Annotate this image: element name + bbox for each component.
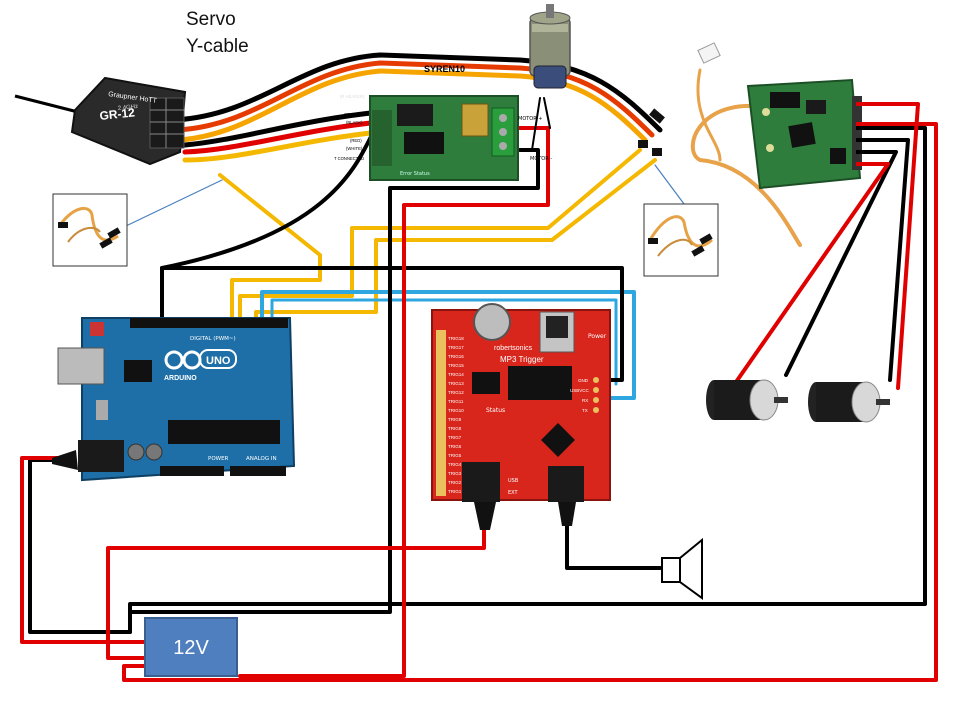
syren-motor-plus: MOTOR + xyxy=(518,116,543,122)
syren-footer: Error Status xyxy=(400,171,430,177)
yellow-wire-ycable-arduino-2 xyxy=(254,158,657,327)
power-supply-12v: 12V xyxy=(144,617,238,677)
arduino-brand: ARDUINO xyxy=(164,375,197,382)
red-wire-motor-left xyxy=(734,162,890,384)
svg-text:TRIG17: TRIG17 xyxy=(448,345,464,350)
arduino-model: UNO xyxy=(206,355,231,367)
syren-pin-6: T CONNECTED xyxy=(334,156,364,161)
dc-motor-left xyxy=(706,379,788,421)
servo-label-line2: Y-cable xyxy=(186,36,249,57)
red-wire-power-mp3 xyxy=(106,520,486,660)
servo-ycable-label: Servo Y-cable xyxy=(186,6,249,60)
mp3-maker: robertsonics xyxy=(494,345,533,352)
syren-pin-3: (BLACK) xyxy=(346,120,363,125)
red-wire-power-loop xyxy=(122,122,938,682)
syren-motor-minus: MOTOR - xyxy=(530,156,552,162)
yellow-wire-receiver-arduino xyxy=(218,173,322,327)
speaker-icon xyxy=(661,537,703,600)
mp3-pin-usbvcc: USBVCC xyxy=(570,388,590,393)
svg-text:TRIG4: TRIG4 xyxy=(448,462,462,467)
svg-text:TRIG18: TRIG18 xyxy=(448,336,464,341)
servo-label-line1: Servo xyxy=(186,9,236,30)
black-wire-motor-right xyxy=(858,138,910,382)
black-wire-arduino-gnd-mp3 xyxy=(160,266,624,382)
mp3-ext-label: EXT xyxy=(508,490,518,496)
syren-pin-2: GROUND xyxy=(344,112,363,117)
svg-text:TRIG3: TRIG3 xyxy=(448,471,462,476)
mp3-title: MP3 Trigger xyxy=(500,355,544,364)
svg-text:TRIG11: TRIG11 xyxy=(448,399,464,404)
blue-wire-arduino-mp3-rx xyxy=(260,290,636,400)
arduino-power-label: POWER xyxy=(208,456,229,462)
arduino-digital-label: DIGITAL (PWM~) xyxy=(190,336,236,342)
ycable-inset-left xyxy=(52,193,128,267)
power-label: 12V xyxy=(173,637,209,659)
receiver-antenna xyxy=(14,94,79,114)
mp3-pin-rx: RX xyxy=(582,398,588,403)
svg-text:TRIG15: TRIG15 xyxy=(448,363,464,368)
svg-text:TRIG12: TRIG12 xyxy=(448,390,464,395)
motor-top-leads xyxy=(531,97,551,151)
svg-text:TRIG10: TRIG10 xyxy=(448,408,464,413)
black-wire-motor-ground xyxy=(128,126,927,614)
yellow-wire-ycable-arduino-1 xyxy=(238,148,642,327)
receiver-freq: 2.4GHz xyxy=(118,104,139,112)
svg-text:TRIG7: TRIG7 xyxy=(448,435,462,440)
svg-text:TRIG8: TRIG8 xyxy=(448,426,462,431)
rc-receiver: Graupner HoTT GR-12 2.4GHz xyxy=(14,76,187,166)
dc-barrel-plug xyxy=(52,450,78,470)
receiver-servo-bundle xyxy=(172,52,663,163)
svg-text:TRIG9: TRIG9 xyxy=(448,417,462,422)
syren-pin-1: (R HEADER) xyxy=(340,94,365,99)
syren-title: SYREN10 xyxy=(424,64,465,74)
svg-text:TRIG16: TRIG16 xyxy=(448,354,464,359)
receiver-model: GR-12 xyxy=(99,105,136,123)
svg-text:TRIG14: TRIG14 xyxy=(448,372,464,377)
syren-motor-driver: SYREN10 (R HEADER) GROUND (BLACK) (RED) … xyxy=(334,64,552,181)
ycable-junction-plugs xyxy=(638,108,665,156)
ycable-inset-right xyxy=(643,203,719,277)
red-wire-power-arduino xyxy=(20,456,147,644)
black-wire-motor-left xyxy=(784,150,898,377)
svg-text:TRIG5: TRIG5 xyxy=(448,453,462,458)
syren-pin-5: (WHITE) xyxy=(346,146,363,151)
mp3-audio-plug xyxy=(558,502,576,526)
arduino-analog-label: ANALOG IN xyxy=(246,456,277,462)
mp3-usb-label: USB xyxy=(508,478,519,484)
arduino-uno: UNO ARDUINO DIGITAL (PWM~) POWER ANALOG … xyxy=(52,317,296,482)
mp3-trigger: TRIG18 TRIG17 TRIG16 TRIG15 TRIG14 TRIG1… xyxy=(431,303,611,530)
svg-text:TRIG13: TRIG13 xyxy=(448,381,464,386)
dc-motor-right xyxy=(808,381,890,423)
mp3-power-plug xyxy=(474,502,496,530)
svg-text:TRIG2: TRIG2 xyxy=(448,480,462,485)
blue-wire-arduino-mp3-tx xyxy=(270,298,618,386)
syren-pin-4: (RED) xyxy=(350,138,362,143)
mp3-pin-gnd: GND xyxy=(578,378,589,383)
svg-text:TRIG6: TRIG6 xyxy=(448,444,462,449)
motor-controller-board xyxy=(697,42,862,190)
black-wire-speaker xyxy=(565,508,662,570)
red-wire-syren-motor-plus xyxy=(238,126,550,678)
mp3-pin-tx: TX xyxy=(582,408,588,413)
mp3-trigger-labels: TRIG18 TRIG17 TRIG16 TRIG15 TRIG14 TRIG1… xyxy=(448,336,464,494)
svg-text:TRIG1: TRIG1 xyxy=(448,489,462,494)
controller-cable xyxy=(690,103,802,247)
mp3-power-label: Power xyxy=(588,333,607,340)
pointer-ycable-left xyxy=(125,179,223,227)
wires xyxy=(20,52,938,682)
mp3-status-label: Status xyxy=(486,407,505,414)
dc-motor-top xyxy=(529,4,571,89)
red-wire-motor-right xyxy=(858,102,920,390)
